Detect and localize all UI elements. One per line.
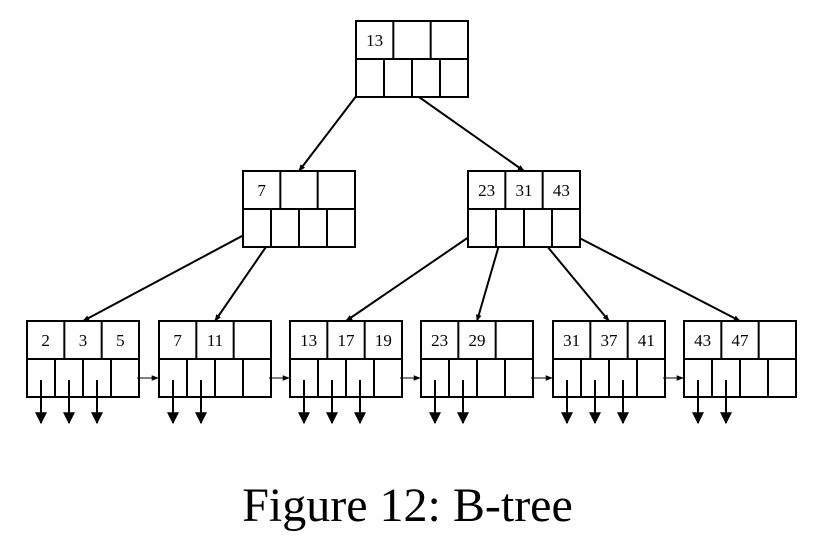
node-key: 23 <box>478 181 495 200</box>
leaf-node: 23 29 <box>420 320 534 425</box>
node-key: 13 <box>300 331 317 350</box>
figure-label: Figure 12: <box>242 479 441 532</box>
figure-title: B-tree <box>452 479 573 532</box>
internal-node: 7 <box>242 170 356 248</box>
internal-node: 23 31 43 <box>467 170 581 248</box>
figure-caption: Figure 12: B-tree <box>0 478 815 534</box>
node-key: 31 <box>516 181 533 200</box>
root-node: 13 <box>355 20 469 98</box>
child-pointer-arrow <box>559 227 741 322</box>
leaf-node: 43 47 <box>683 320 797 425</box>
tree-edges <box>82 77 741 322</box>
leaf-node: 2 3 5 <box>26 320 140 425</box>
node-key: 5 <box>116 331 125 350</box>
child-pointer-arrow <box>82 227 258 322</box>
node-key: 37 <box>601 331 619 350</box>
node-key: 7 <box>257 181 266 200</box>
leaf-node: 31 37 41 <box>552 320 666 425</box>
node-key: 23 <box>431 331 448 350</box>
node-key: 29 <box>469 331 486 350</box>
node-key: 43 <box>694 331 711 350</box>
node-key: 11 <box>207 331 223 350</box>
node-key: 17 <box>338 331 356 350</box>
node-key: 41 <box>638 331 655 350</box>
node-key: 31 <box>563 331 580 350</box>
node-key: 19 <box>375 331 392 350</box>
child-pointer-arrow <box>345 227 483 322</box>
leaf-node: 13 17 19 <box>289 320 403 425</box>
leaf-node: 7 11 <box>158 320 272 425</box>
node-key: 2 <box>41 331 50 350</box>
node-key: 47 <box>732 331 750 350</box>
node-key: 13 <box>366 31 383 50</box>
node-key: 3 <box>79 331 88 350</box>
node-key: 7 <box>173 331 182 350</box>
node-key: 43 <box>553 181 570 200</box>
